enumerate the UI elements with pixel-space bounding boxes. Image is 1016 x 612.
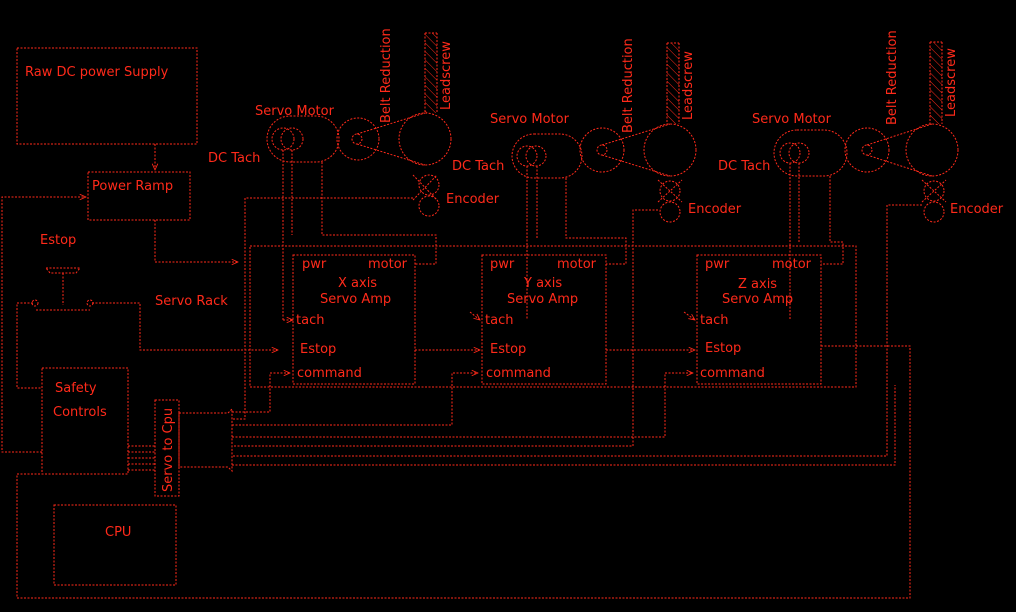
y-encoder-wire [232,209,658,447]
z-servo-amp-box [696,254,822,385]
cpu-box [53,504,177,586]
estop-to-safety-wire [16,302,42,389]
servo-to-cpu-label: Servo to Cpu [161,408,176,492]
y-motor-feed [565,178,627,265]
cpu-label: CPU [105,525,131,540]
x-encoder-label: Encoder [446,192,500,207]
safety-to-connector-wires [128,445,155,471]
y-tach-label: tach [485,313,513,328]
y-motor-label: motor [557,257,597,272]
x-encoder-wire [232,197,413,420]
z-tach-arrow [683,311,695,320]
y-command-label: command [486,366,551,381]
estop-to-amp-wire [92,302,278,350]
x-servo-motor-label: Servo Motor [255,104,335,119]
estop-return-wire [16,345,911,599]
x-leadscrew-hatch [425,33,437,113]
servo-bus-plug [178,407,233,473]
z-command-wire [232,373,693,438]
x-motor-label: motor [368,257,408,272]
y-amp-label: Servo Amp [507,292,578,307]
safety-label-1: Safety [55,381,97,396]
y-belt-label: Belt Reduction [621,38,636,133]
z-motor-feed [821,176,844,265]
safety-label-2: Controls [53,405,107,420]
safety-controls-box [41,367,129,475]
z-pwr-label: pwr [705,257,730,272]
raw-dc-supply-box [16,47,198,145]
x-motor-feed [321,162,437,265]
z-belt-label: Belt Reduction [885,30,900,125]
y-pwr-label: pwr [490,257,515,272]
z-leadscrew-hatch [930,42,942,124]
x-estop-label: Estop [300,342,336,357]
ramp-to-rack-wire [154,220,238,262]
power-ramp-box [87,171,191,221]
y-encoder-label: Encoder [688,202,742,217]
x-belt-label: Belt Reduction [379,28,394,123]
x-amp-label: Servo Amp [320,292,391,307]
z-encoder-label: Encoder [950,202,1004,217]
y-leadscrew-label: Leadscrew [681,51,696,120]
y-dc-tach-label: DC Tach [452,159,504,174]
raw-dc-label: Raw DC power Supply [25,65,169,80]
y-servo-motor-label: Servo Motor [490,112,570,127]
x-command-label: command [297,366,362,381]
x-command-wire [232,373,290,413]
z-motor-label: motor [772,257,812,272]
estop-label: Estop [40,233,76,248]
x-pwr-label: pwr [302,257,327,272]
x-axis-label: X axis [338,276,377,291]
y-servo-amp-box [481,254,607,385]
z-encoder-wire [232,204,922,457]
z-command-label: command [700,366,765,381]
servo-rack-label: Servo Rack [155,294,228,309]
y-estop-label: Estop [490,342,526,357]
safety-to-ramp-wire [1,197,86,453]
power-ramp-label: Power Ramp [92,179,173,194]
servo-rack-outline [249,245,857,388]
z-amp-label: Servo Amp [722,292,793,307]
x-leadscrew-label: Leadscrew [439,41,454,110]
x-tach-label: tach [296,313,324,328]
z-estop-label: Estop [705,341,741,356]
y-axis-label: Y axis [523,276,562,291]
z-servo-motor-label: Servo Motor [752,112,832,127]
z-leadscrew-label: Leadscrew [944,48,959,117]
y-command-wire [232,373,478,426]
z-dc-tach-label: DC Tach [718,159,770,174]
y-leadscrew-hatch [667,43,679,124]
x-dc-tach-label: DC Tach [208,151,260,166]
z-axis-label: Z axis [738,277,777,292]
y-tach-arrow [469,311,480,320]
aux-return-wire [232,385,896,466]
z-tach-label: tach [700,313,728,328]
estop-switch [31,267,94,311]
